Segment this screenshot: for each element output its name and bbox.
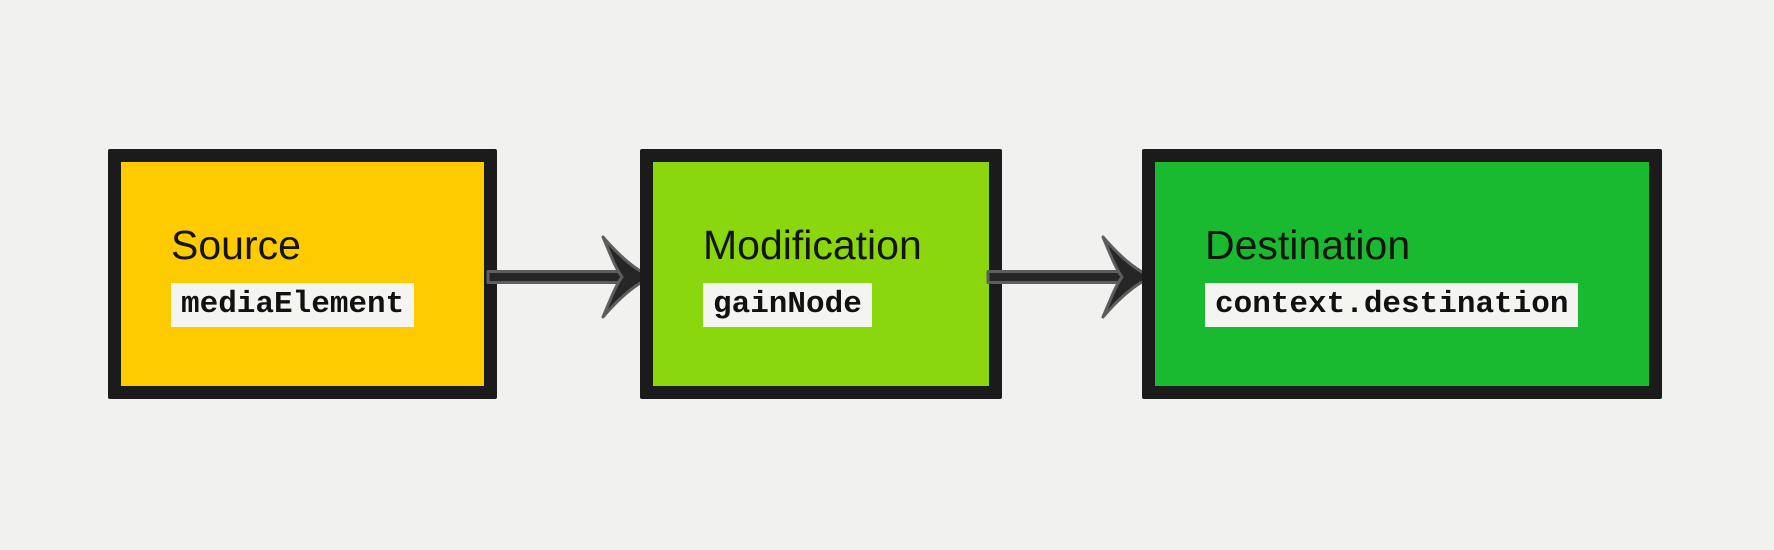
arrow-shaft: [486, 270, 625, 284]
arrow-shaft: [986, 270, 1125, 284]
node-modification-code-chip: gainNode: [703, 283, 872, 328]
node-modification: Modification gainNode: [640, 149, 1002, 399]
node-source-code-chip: mediaElement: [171, 283, 415, 328]
node-destination-title: Destination: [1205, 221, 1411, 268]
flow-arrow-modification-to-destination: [986, 235, 1154, 319]
node-source: Source mediaElement: [108, 149, 497, 399]
arrowhead-icon: [601, 235, 654, 319]
node-destination: Destination context.destination: [1142, 149, 1662, 399]
node-source-title: Source: [171, 221, 301, 268]
node-modification-title: Modification: [703, 221, 922, 268]
arrowhead-icon: [1101, 235, 1154, 319]
node-destination-code-chip: context.destination: [1205, 283, 1579, 328]
flow-arrow-source-to-modification: [486, 235, 654, 319]
